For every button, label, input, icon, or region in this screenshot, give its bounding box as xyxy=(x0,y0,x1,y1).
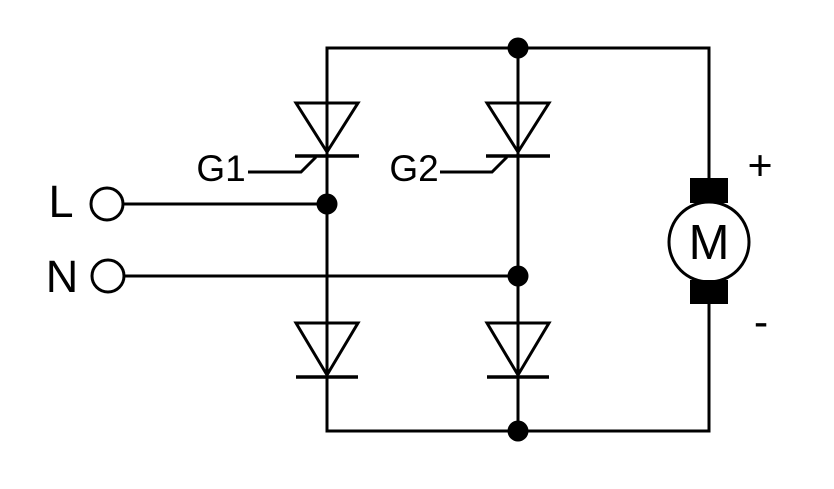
neutral-terminal-label: N xyxy=(46,251,79,302)
thyristor-g2-triangle xyxy=(484,101,552,155)
diode-lower-left-triangle xyxy=(293,321,361,378)
polarity-negative-label: - xyxy=(754,298,768,346)
thyristor-g2 xyxy=(440,101,552,174)
gate1-label: G1 xyxy=(196,148,245,189)
junction-dot-top xyxy=(507,37,529,59)
motor-brush-bottom xyxy=(690,280,728,304)
gate2-label: G2 xyxy=(389,148,438,189)
thyristor-g1-triangle xyxy=(293,101,361,155)
junction-dot-neutral xyxy=(507,265,529,287)
junction-dot-live xyxy=(316,193,338,215)
diode-lower-left xyxy=(293,321,361,379)
motor-brush-top xyxy=(690,178,728,203)
live-terminal-label: L xyxy=(48,176,73,227)
diode-lower-right-triangle xyxy=(484,321,552,378)
junction-dot-bottom xyxy=(507,420,529,442)
live-terminal-circle xyxy=(89,186,125,222)
dc-motor: M xyxy=(667,178,751,304)
diode-lower-right xyxy=(484,321,552,379)
outer-loop-wire xyxy=(325,46,711,433)
thyristor-g1-gate-lead xyxy=(248,155,318,174)
thyristor-g2-gate-lead xyxy=(440,155,509,174)
neutral-terminal-circle xyxy=(90,258,126,294)
polarity-positive-label: + xyxy=(747,142,772,190)
thyristor-g1 xyxy=(248,101,361,174)
motor-label: M xyxy=(689,216,730,270)
